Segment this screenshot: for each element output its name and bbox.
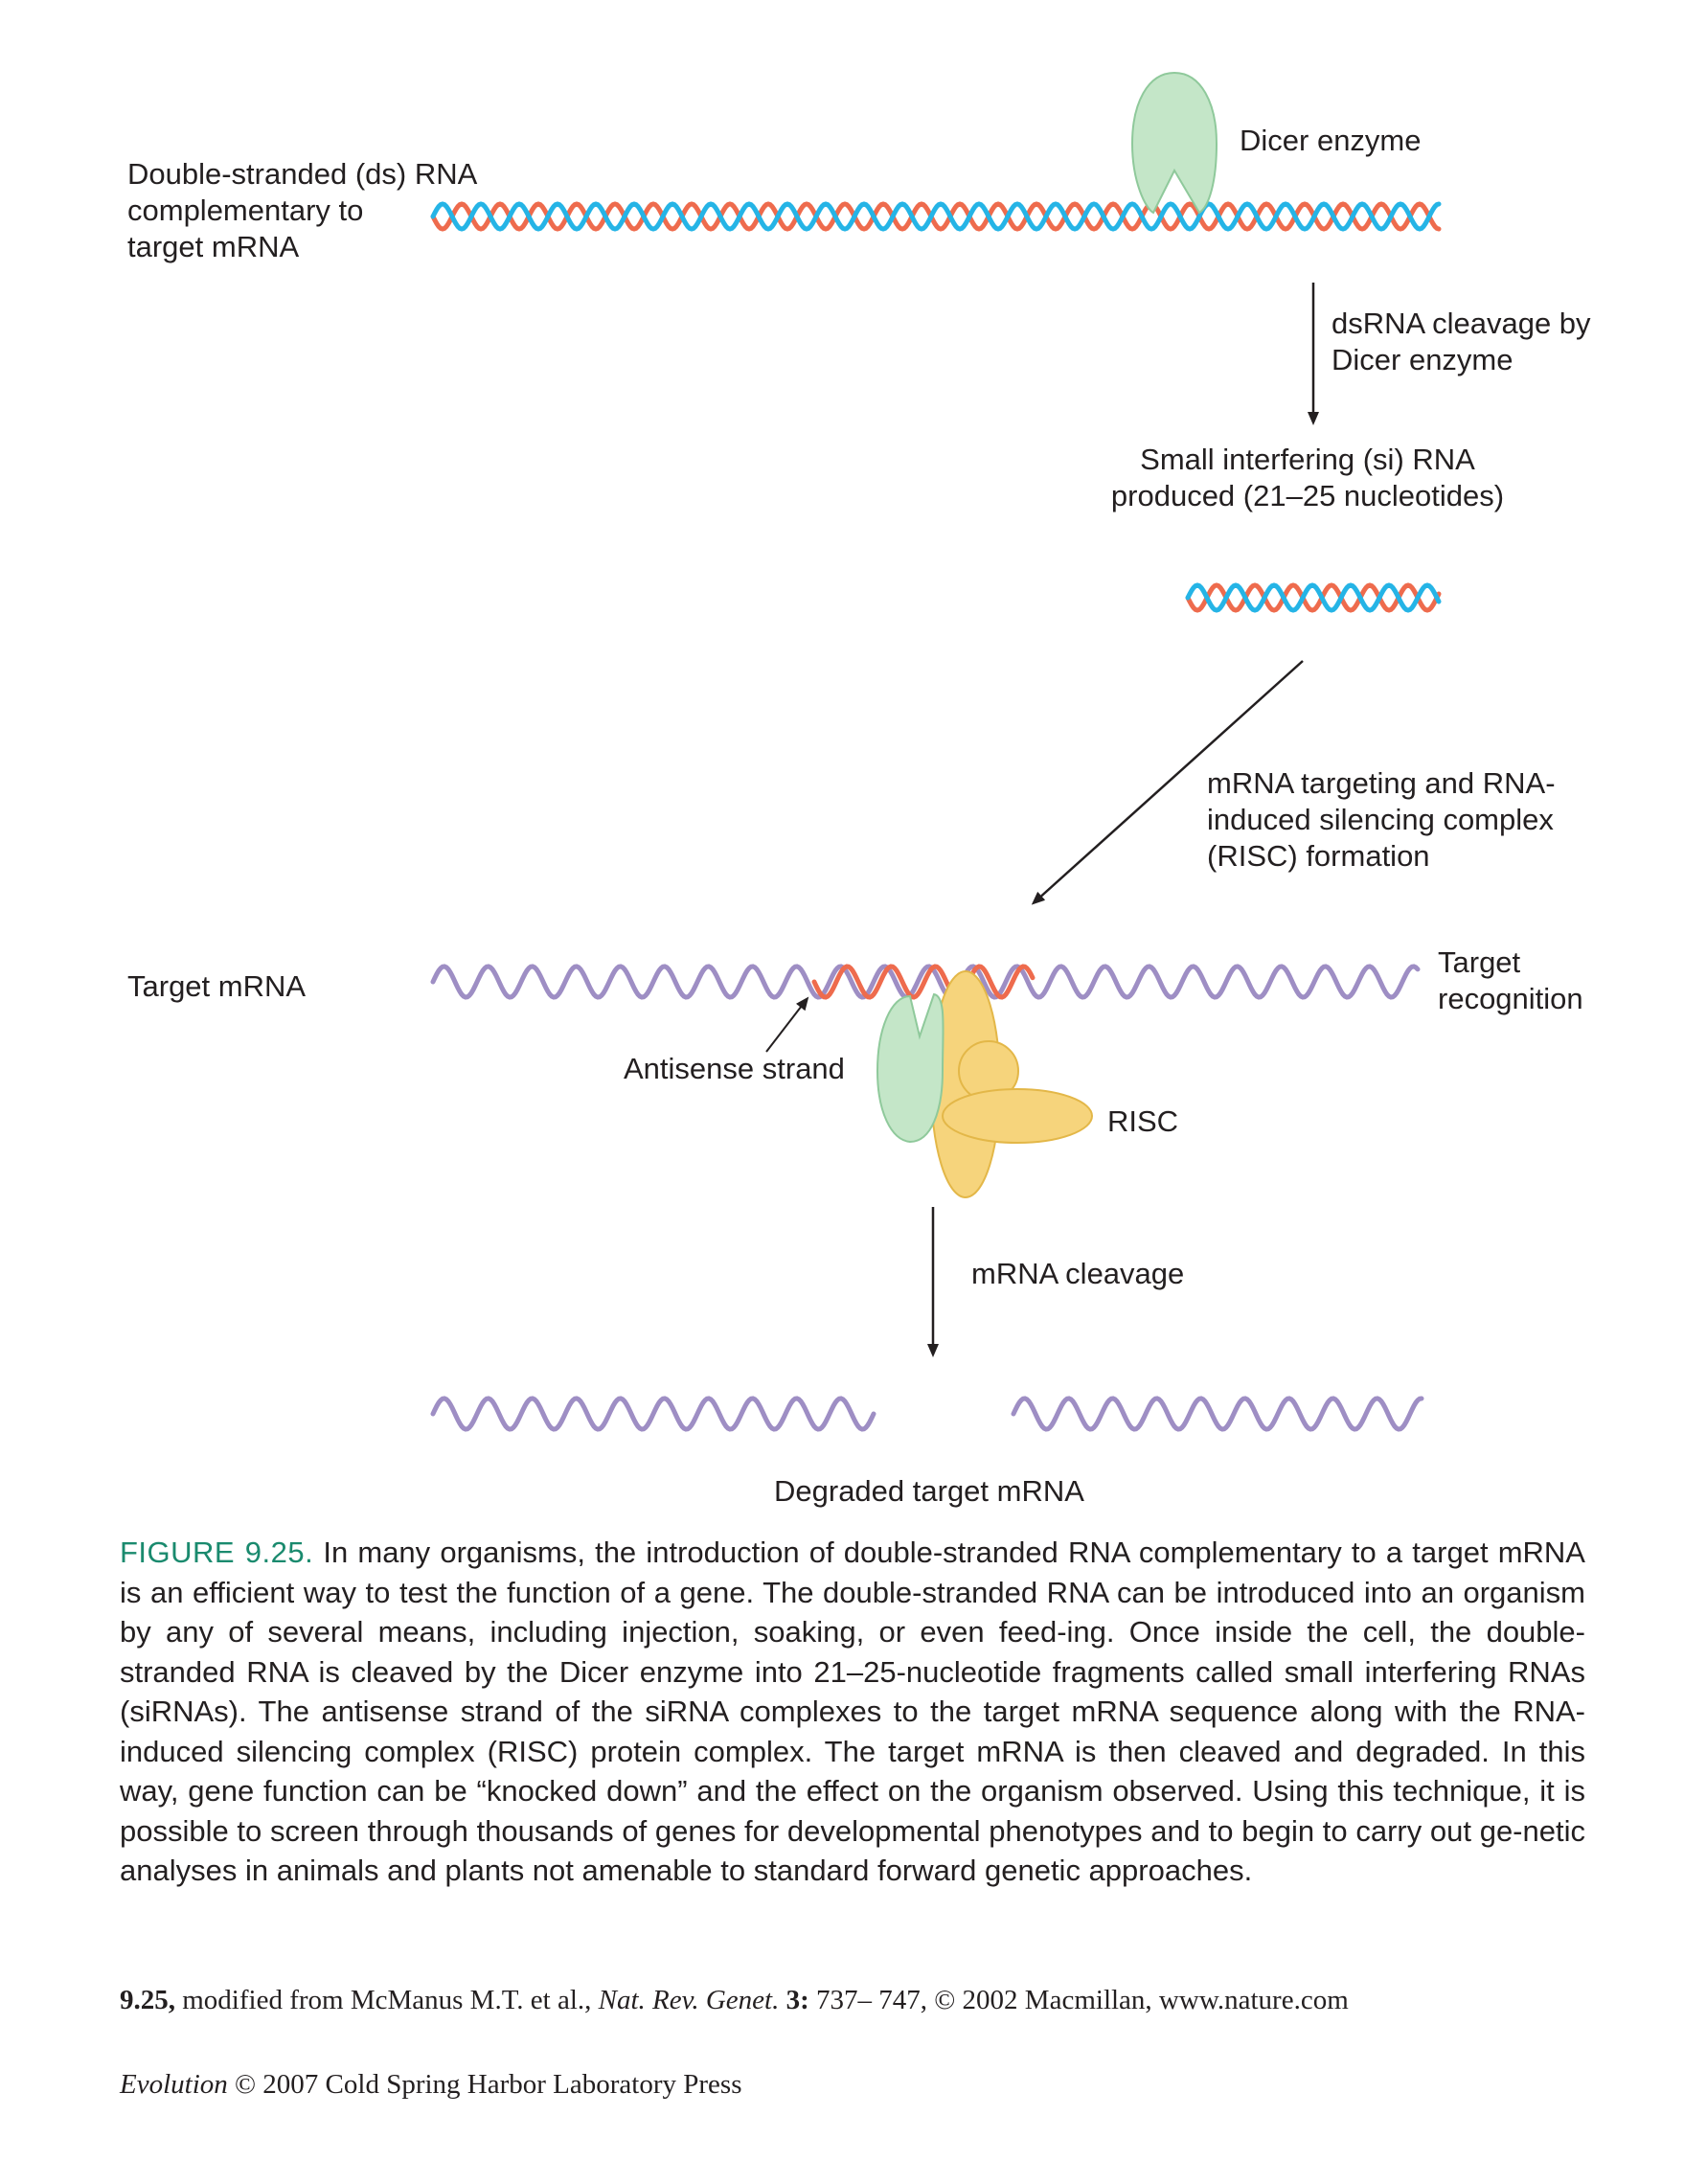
sirna-label: Small interfering (si) RNA produced (21–… (1110, 443, 1505, 512)
dicer-enzyme-icon (1130, 71, 1218, 215)
arrow-diagonal-icon (1031, 660, 1304, 905)
degraded-mrna-fragment (430, 1396, 876, 1432)
degraded-mrna-fragment (1011, 1396, 1424, 1432)
sense-strand (430, 201, 1442, 232)
figure-label: FIGURE 9.25. (120, 1536, 314, 1569)
cleavage-step-label: dsRNA cleavage by Dicer enzyme (1331, 307, 1591, 376)
bound-antisense-strand (811, 964, 1036, 1000)
caption-text: In many organisms, the introduction of d… (120, 1536, 1585, 1887)
credit-volume: 3: (779, 1985, 809, 2015)
targeting-step-label: mRNA targeting and RNA- induced silencin… (1207, 766, 1556, 873)
dsrna-label: Double-stranded (ds) RNA complementary t… (127, 157, 478, 263)
sirna-antisense-strand (1185, 582, 1442, 613)
figure-credit: 9.25, modified from McManus M.T. et al.,… (120, 1983, 1349, 2017)
credit-journal: Nat. Rev. Genet. (598, 1985, 780, 2015)
mrna-fragment-right (1011, 1396, 1424, 1432)
credit-fig-ref: 9.25, (120, 1985, 175, 2015)
sirna-sense-strand (1185, 582, 1442, 613)
mrna-cleavage-label: mRNA cleavage (971, 1257, 1185, 1290)
copyright-title: Evolution (120, 2069, 228, 2100)
credit-text-2: 737– 747, © 2002 Macmillan, www.nature.c… (808, 1985, 1349, 2015)
target-mrna-wave (430, 964, 1421, 1000)
dicer-label: Dicer enzyme (1240, 124, 1422, 157)
copyright-line: Evolution © 2007 Cold Spring Harbor Labo… (120, 2067, 741, 2102)
risc-label: RISC (1107, 1104, 1179, 1138)
antisense-strand-label: Antisense strand (624, 1052, 845, 1085)
target-mrna-label: Target mRNA (127, 969, 307, 1003)
target-recognition-label: Target recognition (1438, 945, 1583, 1015)
credit-text-1: modified from McManus M.T. et al., (175, 1985, 599, 2015)
degraded-mrna-label: Degraded target mRNA (774, 1474, 1084, 1508)
sirna-helix (1185, 582, 1442, 613)
target-mrna-strand (430, 964, 1421, 1000)
risc-complex-icon (876, 970, 1093, 1198)
mrna-fragment-left (430, 1396, 876, 1432)
figure-caption: FIGURE 9.25. In many organisms, the intr… (120, 1533, 1585, 1891)
dsrna-helix (430, 201, 1442, 232)
antisense-strand (430, 201, 1442, 232)
rnai-diagram (430, 71, 1442, 1432)
copyright-text: © 2007 Cold Spring Harbor Laboratory Pre… (227, 2069, 742, 2100)
antisense-pointer-icon (765, 996, 809, 1053)
